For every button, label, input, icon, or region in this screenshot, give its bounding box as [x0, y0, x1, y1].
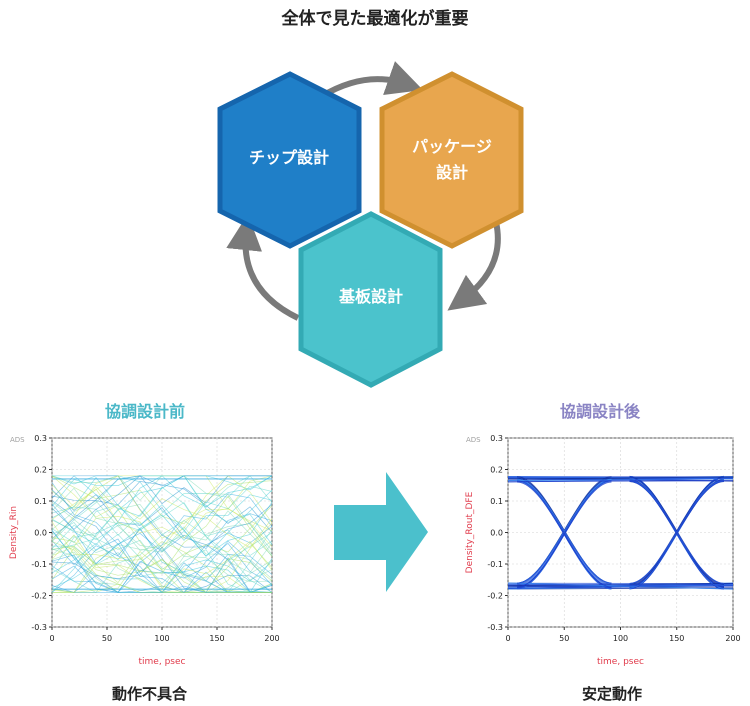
ads-tag: ADS [10, 436, 25, 444]
big-right-arrow [334, 472, 428, 592]
tick-label-y: -0.2 [487, 592, 503, 601]
tick-label-y: 0.3 [34, 434, 47, 443]
eye-trace [51, 522, 273, 593]
eye-trace [51, 484, 273, 547]
y-axis-label: Density_Rin [9, 506, 19, 559]
tick-label-x: 150 [669, 634, 684, 643]
tick-label-x: 200 [264, 634, 279, 643]
eye-trace [51, 502, 273, 593]
eye-trace [52, 475, 273, 517]
tick-label-x: 50 [559, 634, 569, 643]
eye-trace [507, 583, 734, 586]
eye-trace [51, 527, 273, 593]
hexagon-board-label: 基板設計 [338, 287, 403, 306]
tick-label-y: 0.1 [34, 497, 47, 506]
x-axis-label: time, psec [597, 657, 644, 667]
caption-before: 動作不具合 [112, 685, 188, 703]
hexagon-board-design: 基板設計 [298, 211, 443, 388]
eye-trace [51, 475, 273, 550]
eye-trace [516, 480, 612, 584]
ads-tag: ADS [466, 436, 481, 444]
tick-label-y: -0.3 [487, 623, 503, 632]
eye-traces [507, 475, 734, 590]
hexagon-chip-label: チップ設計 [249, 148, 329, 167]
tick-label-y: -0.2 [31, 592, 47, 601]
hexagon-package-label-1: パッケージ [412, 137, 492, 156]
section-label-after: 協調設計後 [560, 402, 641, 421]
eye-trace [51, 476, 273, 557]
eye-traces [51, 475, 273, 593]
eye-trace [51, 541, 272, 593]
eye-trace [51, 500, 273, 593]
tick-label-x: 100 [154, 634, 169, 643]
eye-trace [516, 481, 612, 588]
cycle-arrow-top [320, 61, 423, 99]
eye-trace [51, 475, 273, 539]
eye-trace [51, 489, 272, 593]
eye-trace [51, 475, 272, 540]
tick-label-y: 0.3 [490, 434, 503, 443]
eye-trace [51, 475, 273, 551]
eye-trace [51, 540, 273, 593]
hexagon-package-design: パッケージ 設計 [379, 71, 524, 249]
section-label-before: 協調設計前 [105, 402, 186, 421]
eye-trace [51, 521, 273, 590]
hexagon-chip-design: チップ設計 [217, 71, 362, 249]
eye-trace [629, 480, 725, 584]
tick-label-y: 0.0 [34, 529, 47, 538]
eye-trace [51, 494, 273, 589]
eye-trace [507, 476, 734, 479]
eye-trace [51, 565, 273, 593]
tick-label-y: 0.2 [34, 466, 47, 475]
x-axis-label: time, psec [139, 657, 186, 667]
tick-label-y: -0.1 [31, 560, 47, 569]
eye-trace [507, 476, 734, 480]
eye-diagram-after: ADS 0.3 0.2 0.1 0.0 -0.1 -0.2 -0.30 50 100 150 200 t… [465, 434, 741, 667]
tick-label-x: 200 [725, 634, 740, 643]
tick-label-y: -0.1 [487, 560, 503, 569]
eye-trace [51, 485, 273, 552]
eye-trace [51, 487, 273, 556]
eye-trace [51, 526, 273, 580]
eye-trace [507, 582, 734, 590]
eye-trace [51, 547, 273, 593]
eye-trace [51, 503, 273, 593]
eye-trace [51, 495, 273, 574]
tick-label-y: 0.1 [490, 497, 503, 506]
tick-label-y: 0.2 [490, 466, 503, 475]
caption-after: 安定動作 [582, 685, 643, 703]
tick-label-y: 0.0 [490, 529, 503, 538]
tick-label-x: 0 [49, 634, 54, 643]
tick-label-x: 150 [209, 634, 224, 643]
tick-label-y: -0.3 [31, 623, 47, 632]
y-axis-label: Density_Rout_DFE [465, 491, 475, 573]
tick-label-x: 0 [505, 634, 510, 643]
cycle-arrow-left [226, 214, 300, 321]
eye-trace [507, 480, 734, 483]
eye-trace [507, 585, 734, 589]
eye-trace [51, 475, 273, 549]
tick-label-x: 100 [613, 634, 628, 643]
eye-trace [629, 477, 725, 590]
cycle-arrow-right [447, 221, 501, 311]
page-title: 全体で見た最適化が重要 [281, 9, 469, 29]
eye-trace [51, 475, 273, 548]
hexagon-package-label-2: 設計 [436, 163, 468, 182]
tick-label-x: 50 [102, 634, 112, 643]
eye-diagram-before: ADS 0.3 0.2 0.1 0.0 -0.1 -0.2 -0.30 50 100 150 200 t… [9, 434, 280, 667]
